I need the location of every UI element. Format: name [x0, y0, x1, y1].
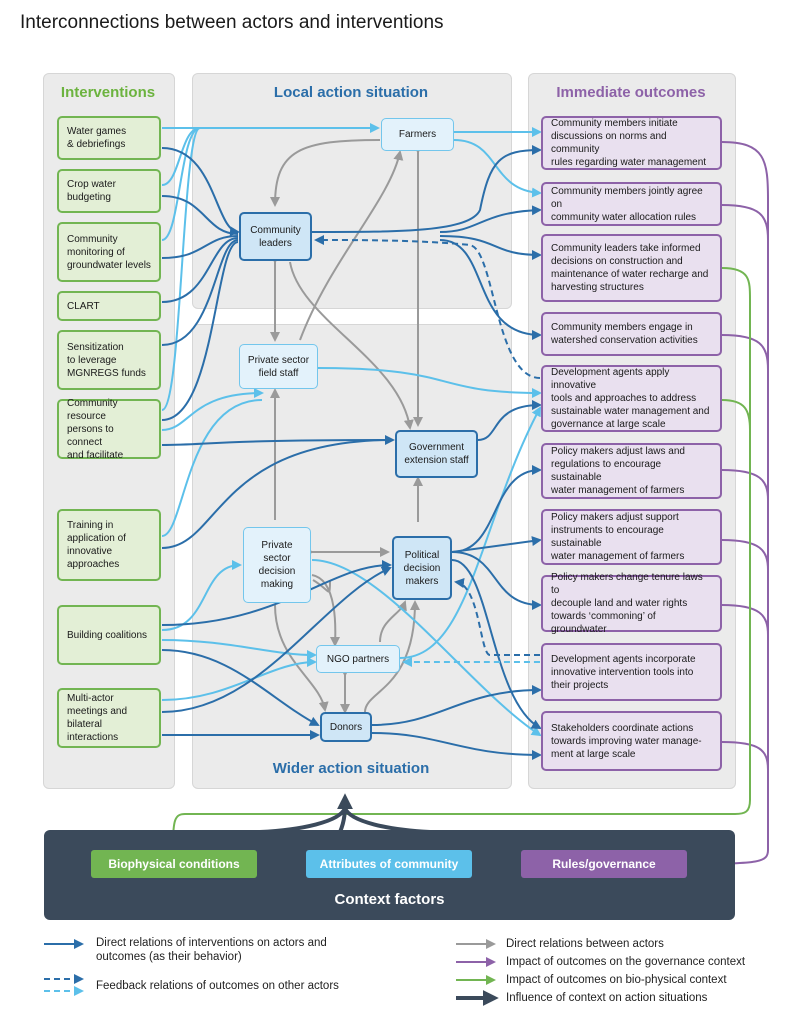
actor-relation-lines [270, 139, 423, 714]
intervention-community-resource-persons: Community resource persons to connect an… [57, 398, 161, 461]
intervention-training: Training in application of innovative ap… [57, 509, 161, 581]
outcome-initiate-discussions: Community members initiate discussions o… [541, 116, 722, 170]
outcome-development-agents-incorporate: Development agents incorporate innovativ… [541, 643, 722, 701]
outcome-leaders-informed-decisions: Community leaders take informed decision… [541, 234, 722, 302]
legend-feedback: Feedback relations of outcomes on other … [96, 980, 339, 992]
intervention-clart: CLART [57, 291, 161, 321]
rules-governance-pill: Rules/governance [521, 850, 687, 878]
interventions-heading: Interventions [60, 84, 156, 101]
diagram-title: Interconnections between actors and inte… [20, 12, 444, 33]
governance-lines [688, 141, 769, 869]
actor-government-extension-staff: Government extension staff [395, 430, 478, 478]
legend-biophysical: Impact of outcomes on bio-physical conte… [506, 974, 727, 986]
intervention-sensitization: Sensitization to leverage MGNREGS funds [57, 330, 161, 390]
intervention-community-monitoring: Community monitoring of groundwater leve… [57, 222, 161, 282]
legend-between-actors: Direct relations between actors [506, 938, 664, 950]
actor-ngo-partners: NGO partners [316, 645, 400, 673]
outcome-stakeholders-coordinate: Stakeholders coordinate actions towards … [541, 711, 722, 771]
legend-direct-interventions: Direct relations of interventions on act… [96, 937, 327, 964]
wider-action-heading: Wider action situation [272, 760, 430, 777]
context-factors-panel: Biophysical conditions Attributes of com… [44, 830, 735, 920]
feedback-lines [314, 235, 541, 667]
outcomes-heading: Immediate outcomes [556, 84, 706, 101]
outcome-policy-tenure-laws: Policy makers change tenure laws to deco… [541, 572, 722, 635]
local-action-heading: Local action situation [273, 84, 429, 101]
local-action-panel [192, 73, 512, 309]
outcome-policy-laws-regulations: Policy makers adjust laws and regulation… [541, 443, 722, 499]
outcome-agree-allocation-rules: Community members jointly agree on commu… [541, 182, 722, 226]
biophysical-conditions-pill: Biophysical conditions [91, 850, 257, 878]
actor-political-decision-makers: Political decision makers [392, 536, 452, 600]
actor-private-sector-field-staff: Private sector field staff [239, 344, 318, 389]
intervention-multi-actor-meetings: Multi-actor meetings and bilateral inter… [57, 688, 161, 748]
attributes-of-community-pill: Attributes of community [306, 850, 472, 878]
legend-governance: Impact of outcomes on the governance con… [506, 956, 746, 968]
biophysical-lines [168, 267, 751, 847]
intervention-water-games: Water games & debriefings [57, 116, 161, 160]
light-blue-lines [161, 123, 542, 737]
actor-community-leaders: Community leaders [239, 212, 312, 261]
outcome-watershed-conservation: Community members engage in watershed co… [541, 312, 722, 356]
intervention-building-coalitions: Building coalitions [57, 605, 161, 665]
context-factors-label: Context factors [334, 891, 445, 908]
intervention-crop-water-budgeting: Crop water budgeting [57, 169, 161, 213]
outcome-development-agents-apply: Development agents apply innovative tool… [541, 365, 722, 432]
actor-farmers: Farmers [381, 118, 454, 151]
legend-context-influence: Influence of context on action situation… [506, 992, 708, 1004]
context-influence-arrow [336, 793, 353, 833]
actor-donors: Donors [320, 712, 372, 742]
outcome-policy-support-instruments: Policy makers adjust support instruments… [541, 509, 722, 565]
actor-private-sector-decision-making: Private sector decision making [243, 527, 311, 603]
